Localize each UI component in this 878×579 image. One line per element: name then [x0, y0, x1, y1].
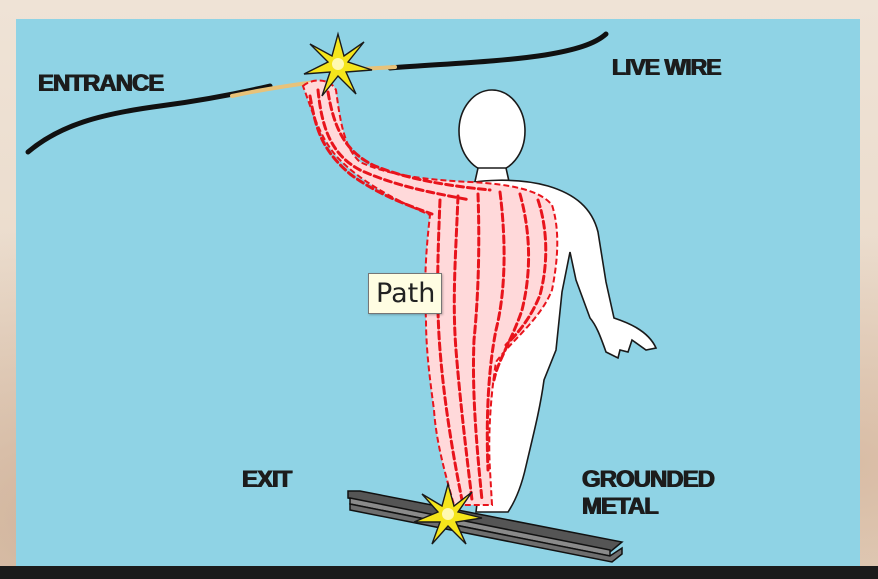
label-live-wire: LIVE WIRE: [612, 56, 721, 79]
label-entrance: ENTRANCE: [38, 72, 163, 96]
label-metal: METAL: [582, 493, 714, 520]
live-wire-right: [390, 34, 606, 68]
label-exit: EXIT: [242, 468, 291, 492]
label-grounded-metal: GROUNDED METAL: [582, 466, 714, 520]
path-tooltip: Path: [368, 273, 442, 314]
wire-insulation-left: [232, 82, 315, 96]
label-grounded: GROUNDED: [582, 466, 714, 493]
bottom-bar: [0, 566, 878, 579]
